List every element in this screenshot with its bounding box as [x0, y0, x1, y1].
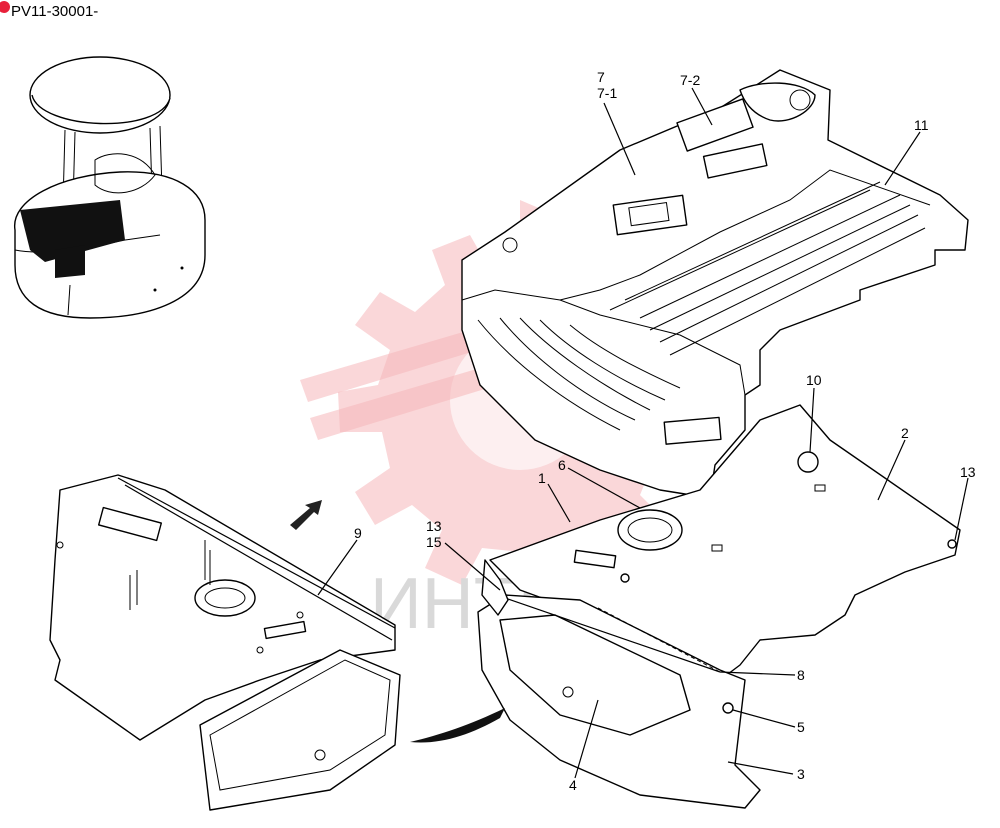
leader-lines	[317, 87, 969, 779]
callout-4: 4	[569, 777, 577, 793]
lower-left-assembly	[49, 474, 401, 811]
callout-9: 9	[354, 525, 362, 541]
callout-1: 1	[538, 470, 546, 486]
machine-overview-icon	[14, 56, 206, 319]
callout-13-right: 13	[960, 464, 976, 480]
document-code: PV11-30001-	[11, 3, 99, 20]
callout-13-left: 13	[426, 518, 442, 534]
floor-mat	[461, 69, 969, 499]
callout-15: 15	[426, 534, 442, 550]
callout-labels: 7 7-1 7-2 11 10 2 13 6 1 13 15 9 8 5 3 4	[354, 69, 976, 793]
floor-plate	[489, 404, 961, 681]
callout-11: 11	[914, 117, 929, 133]
step-plate	[477, 559, 761, 809]
callout-7: 7	[597, 69, 605, 85]
callout-3: 3	[797, 766, 805, 782]
callout-10: 10	[806, 372, 822, 388]
direction-arrow-icon	[290, 500, 505, 743]
callout-8: 8	[797, 667, 805, 683]
callout-5: 5	[797, 719, 805, 735]
callout-7-2: 7-2	[680, 72, 700, 88]
red-dot-icon	[0, 1, 10, 13]
callout-7-1: 7-1	[597, 85, 617, 101]
callout-2: 2	[901, 425, 909, 441]
callout-6: 6	[558, 457, 566, 473]
